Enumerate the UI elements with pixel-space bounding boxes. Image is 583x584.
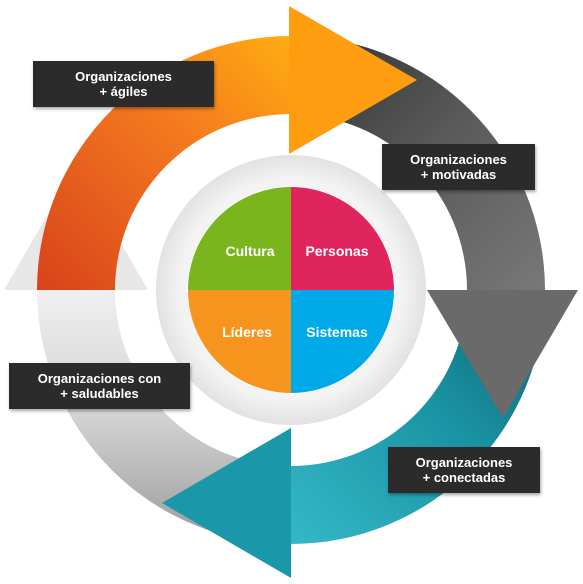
stage-label-agiles-line1: Organizaciones: [75, 69, 172, 84]
stage-label-conectadas-line1: Organizaciones: [415, 455, 513, 470]
stage-label-motivadas: Organizaciones + motivadas: [382, 144, 535, 190]
stage-label-agiles-line2: + ágiles: [99, 84, 148, 99]
arrowhead-motivadas: [427, 290, 578, 418]
stage-label-motivadas-line2: + motivadas: [420, 167, 497, 182]
stage-label-saludables-line1: Organizaciones con: [37, 371, 162, 386]
arrow-agiles: [37, 36, 291, 290]
quadrant-personas: [291, 187, 394, 290]
stage-label-conectadas: Organizaciones + conectadas: [388, 447, 540, 493]
stage-label-saludables: Organizaciones con + saludables: [9, 363, 190, 409]
stage-label-motivadas-line1: Organizaciones: [410, 152, 507, 167]
stage-label-conectadas-line2: + conectadas: [422, 470, 506, 485]
quadrant-sistemas: [291, 290, 394, 393]
arrowhead-conectadas: [162, 428, 291, 578]
arrowhead-agiles: [289, 6, 417, 154]
stage-label-saludables-line2: + saludables: [60, 386, 139, 401]
quadrant-label-sistemas: Sistemas: [306, 324, 368, 340]
quadrant-cultura: [188, 187, 291, 290]
stage-label-agiles: Organizaciones + ágiles: [33, 61, 214, 107]
quadrant-label-lideres: Líderes: [222, 324, 272, 340]
quadrant-label-personas: Personas: [305, 243, 368, 259]
quadrant-lideres: [188, 290, 291, 393]
quadrant-label-cultura: Cultura: [226, 243, 275, 259]
